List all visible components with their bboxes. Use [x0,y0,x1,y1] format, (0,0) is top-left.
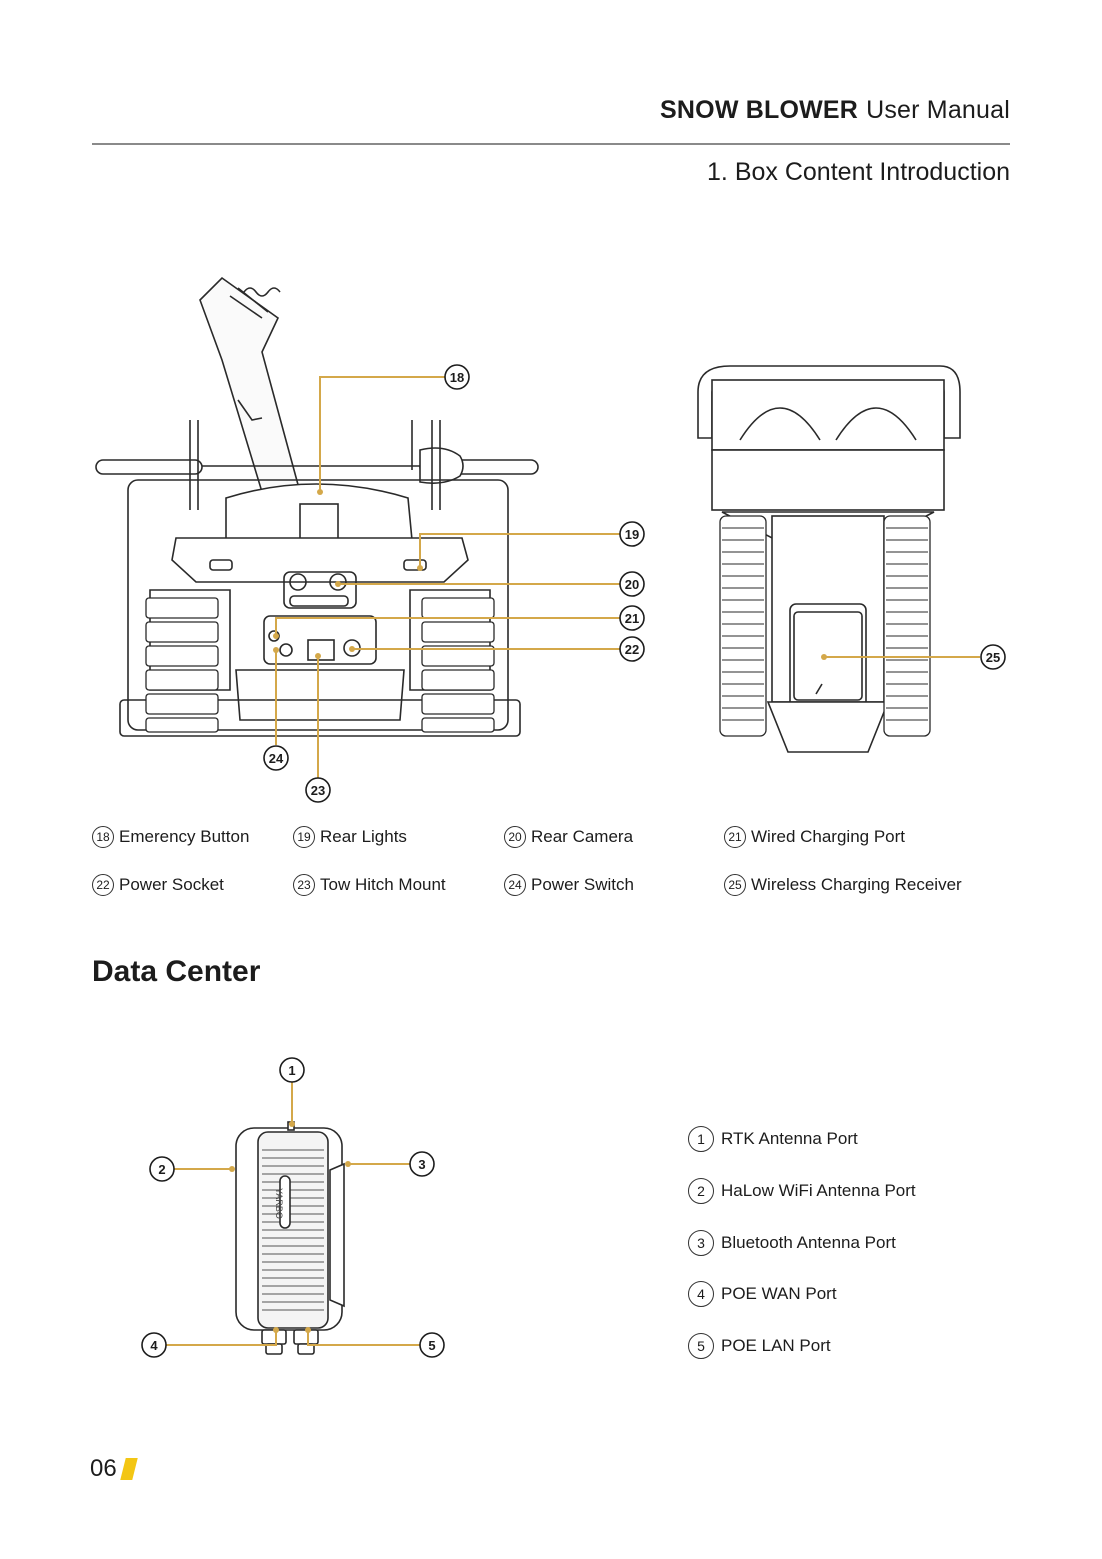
dc-callout-5: 5 [428,1338,435,1353]
rear-callout-dots [273,489,423,659]
dc-item-label: POE WAN Port [721,1284,837,1303]
legend-num: 24 [504,874,526,896]
callout-21: 21 [625,611,639,626]
callout-badges [263,364,1006,803]
robot-illustrations: 18 19 20 21 22 23 24 25 [95,276,1006,803]
device-logo: YARBO [274,1188,284,1219]
dc-item-label: RTK Antenna Port [721,1129,858,1148]
data-center-illustration: YARBO 1 2 3 4 5 [141,1057,445,1358]
callout-20: 20 [625,577,639,592]
legend-label: Tow Hitch Mount [320,875,446,894]
callout-22: 22 [625,642,639,657]
robot-bottom-tracks [719,515,931,737]
legend-num: 25 [724,874,746,896]
callout-18: 18 [450,370,464,385]
bottom-callout-dot [821,654,827,660]
dc-item-1: 1 RTK Antenna Port [688,1126,858,1152]
dc-item-num: 1 [688,1126,714,1152]
legend-num: 22 [92,874,114,896]
legend-item-20: 20 Rear Camera [504,826,633,848]
legend-label: Rear Lights [320,827,407,846]
legend-item-22: 22 Power Socket [92,874,224,896]
legend-num: 23 [293,874,315,896]
section-title: 1. Box Content Introduction [707,158,1010,186]
legend-label: Power Switch [531,875,634,894]
dc-item-label: POE LAN Port [721,1336,831,1355]
page-number: 06 [90,1455,138,1483]
legend-item-18: 18 Emerency Button [92,826,249,848]
data-center-title: Data Center [92,955,261,988]
legend-item-19: 19 Rear Lights [293,826,407,848]
callout-23: 23 [311,783,325,798]
brand-name: SNOW BLOWER [660,96,859,124]
dc-callout-lines [166,1082,420,1346]
dc-callout-3: 3 [418,1157,425,1172]
legend-num: 21 [724,826,746,848]
dc-item-5: 5 POE LAN Port [688,1333,831,1359]
legend-item-25: 25 Wireless Charging Receiver [724,874,962,896]
robot-rear-tracks [145,597,495,733]
legend-label: Emerency Button [119,827,250,846]
page-number-text: 06 [90,1455,117,1482]
dc-item-num: 5 [688,1333,714,1359]
dc-item-num: 2 [688,1178,714,1204]
legend-item-24: 24 Power Switch [504,874,634,896]
data-center-device [235,1121,345,1355]
legend-label: Power Socket [119,875,224,894]
legend-num: 18 [92,826,114,848]
dc-item-3: 3 Bluetooth Antenna Port [688,1230,896,1256]
legend-label: Rear Camera [531,827,634,846]
robot-bottom-view [697,365,961,753]
dc-item-4: 4 POE WAN Port [688,1281,837,1307]
dc-item-num: 3 [688,1230,714,1256]
dc-callout-4: 4 [150,1338,158,1353]
manual-label: User Manual [866,96,1010,124]
page-flag-icon [119,1458,138,1480]
header-divider [92,143,1010,145]
dc-item-label: HaLow WiFi Antenna Port [721,1181,916,1200]
dc-item-label: Bluetooth Antenna Port [721,1233,896,1252]
legend-label: Wireless Charging Receiver [751,875,962,894]
dc-item-num: 4 [688,1281,714,1307]
dc-callout-1: 1 [288,1063,295,1078]
dc-callout-2: 2 [158,1162,165,1177]
callout-25: 25 [986,650,1000,665]
legend-label: Wired Charging Port [751,827,906,846]
legend-item-21: 21 Wired Charging Port [724,826,905,848]
rear-callout-lines [275,376,620,778]
callout-19: 19 [625,527,639,542]
legend-num: 19 [293,826,315,848]
legend-item-23: 23 Tow Hitch Mount [293,874,446,896]
dc-item-2: 2 HaLow WiFi Antenna Port [688,1178,916,1204]
legend-num: 20 [504,826,526,848]
callout-24: 24 [269,751,284,766]
